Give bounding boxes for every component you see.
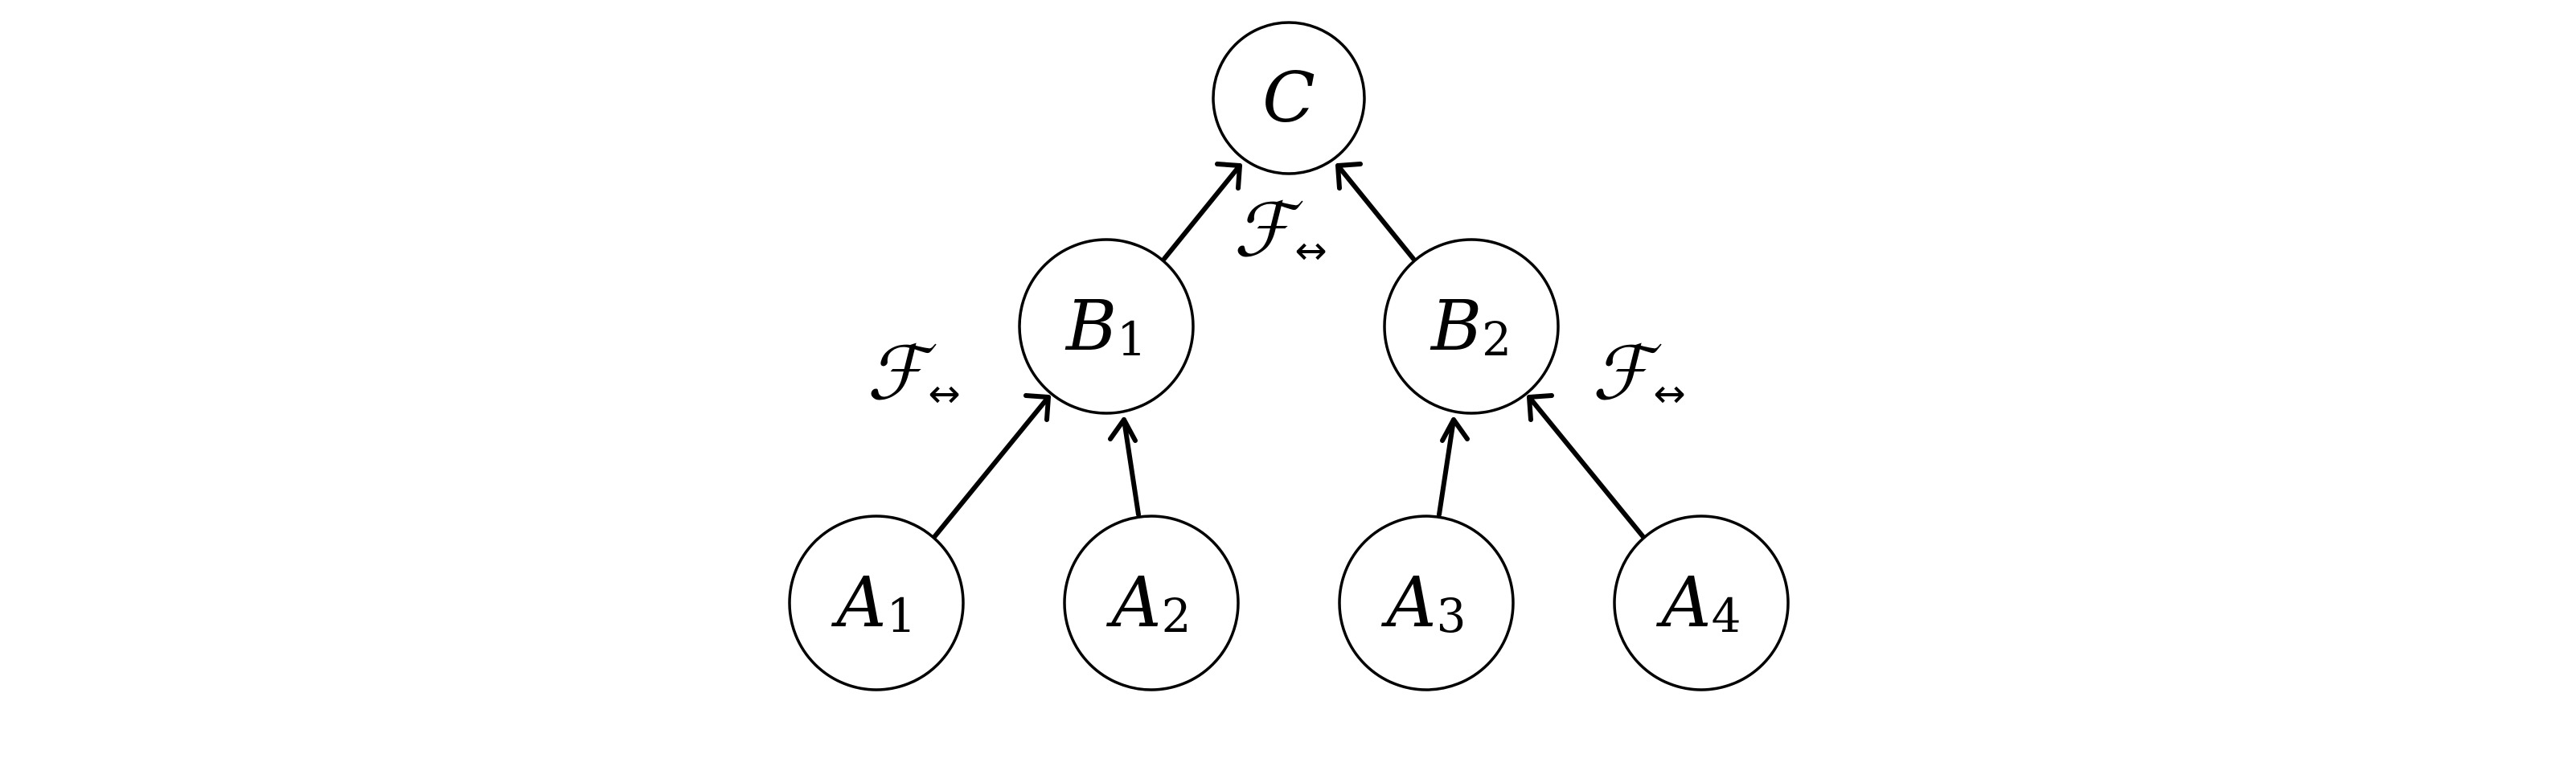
operator-label-left: ℱ↔	[867, 330, 961, 416]
edge-a1-b1	[932, 393, 1051, 539]
node-a1-subscript: 1	[887, 588, 917, 643]
node-a1: A1	[788, 515, 965, 691]
node-b2: B2	[1383, 238, 1560, 415]
svg-text:A3: A3	[1380, 563, 1466, 643]
node-a3: A3	[1338, 515, 1515, 691]
node-c: C	[1212, 21, 1366, 175]
node-b1-subscript: 1	[1117, 312, 1146, 367]
svg-text:A1: A1	[831, 563, 916, 643]
edge-a4-b2	[1527, 393, 1646, 539]
operator-label-left-sub: ↔	[928, 371, 960, 416]
node-b2-subscript: 2	[1482, 312, 1512, 367]
node-a2: A2	[1063, 515, 1240, 691]
node-a4-subscript: 4	[1712, 588, 1741, 643]
node-a3-subscript: 3	[1437, 588, 1466, 643]
svg-text:B2: B2	[1430, 286, 1512, 367]
operator-label-left-main: ℱ	[867, 330, 937, 416]
operator-label-top: ℱ↔	[1233, 187, 1327, 273]
edge-b1-c	[1162, 162, 1242, 261]
edge-a3-b2	[1437, 417, 1470, 517]
node-a2-label: A	[1105, 563, 1161, 643]
node-a3-label: A	[1380, 563, 1436, 643]
node-c-label: C	[1262, 58, 1315, 138]
operator-label-right: ℱ↔	[1592, 330, 1686, 416]
svg-text:A2: A2	[1105, 563, 1191, 643]
edge-b2-c	[1335, 162, 1416, 261]
operator-label-right-sub: ↔	[1653, 371, 1685, 416]
node-a4-label: A	[1655, 563, 1711, 643]
node-a1-label: A	[831, 563, 886, 643]
svg-text:A4: A4	[1655, 563, 1741, 643]
operator-label-top-main: ℱ	[1233, 187, 1303, 273]
node-b1: B1	[1018, 238, 1195, 415]
node-b2-label: B	[1430, 286, 1482, 367]
node-a2-subscript: 2	[1162, 588, 1192, 643]
node-b1-label: B	[1064, 286, 1117, 367]
edge-a2-b1	[1108, 417, 1141, 517]
svg-text:C: C	[1262, 58, 1315, 138]
operator-label-top-sub: ↔	[1294, 228, 1327, 273]
operator-label-right-main: ℱ	[1592, 330, 1662, 416]
svg-text:B1: B1	[1064, 286, 1146, 367]
node-a4: A4	[1613, 515, 1790, 691]
